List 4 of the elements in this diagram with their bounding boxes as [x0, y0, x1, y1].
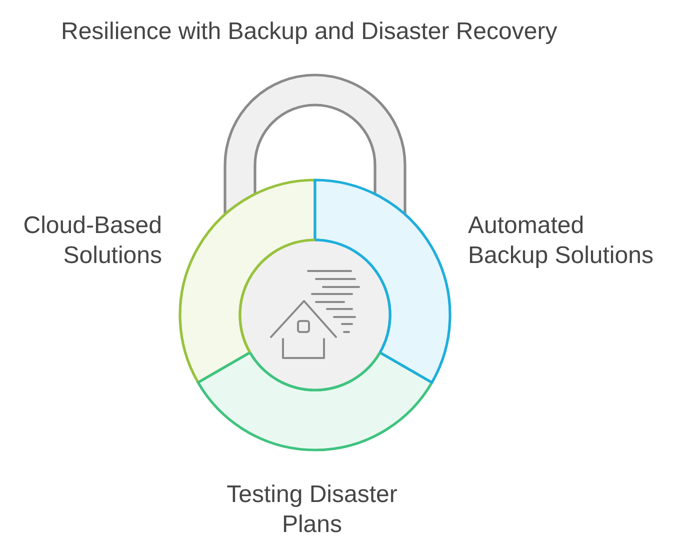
section-label: Cloud-Based Solutions	[22, 211, 162, 271]
section-label: Testing Disaster Plans	[226, 480, 398, 540]
diagram-title: Resilience with Backup and Disaster Recovery	[61, 17, 558, 47]
section-label: Automated Backup Solutions	[468, 211, 654, 271]
